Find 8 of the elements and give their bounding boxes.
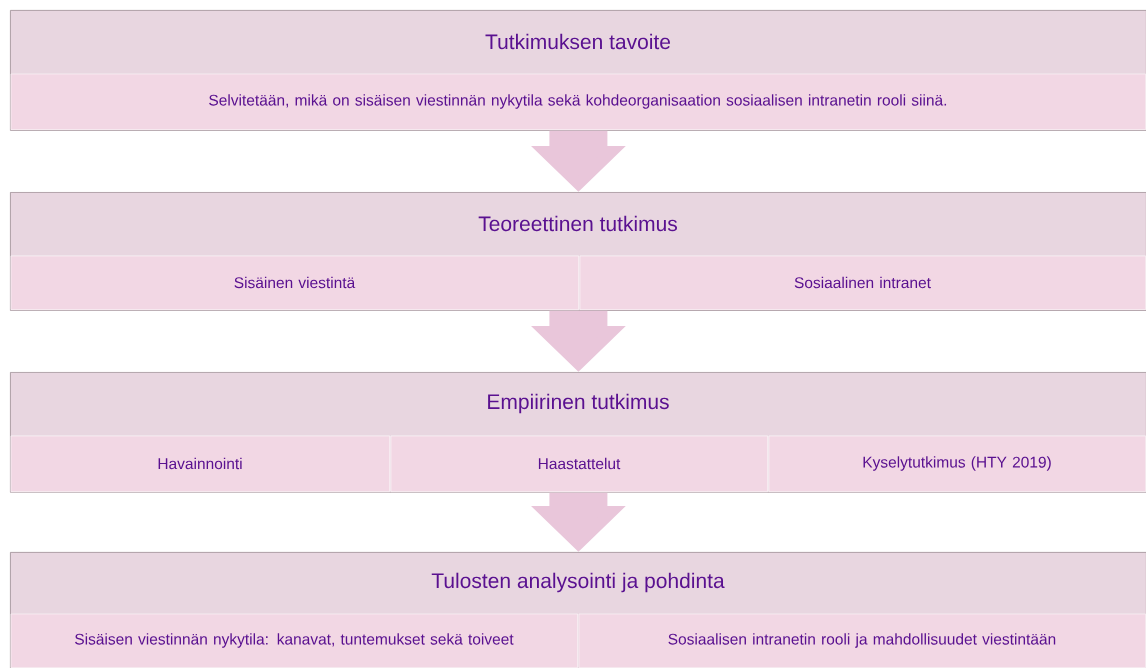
- content-box: Havainnointi: [10, 435, 390, 492]
- content-box: Haastattelut: [390, 435, 768, 492]
- content-box: Sisäisen viestinnän nykytila: kanavat, tuntemukset sekä toiveet: [10, 613, 578, 668]
- content-box: Sisäinen viestintä: [10, 255, 579, 310]
- content-box: Sosiaalisen intranetin rooli ja mahdollisuudet viestintään: [578, 613, 1146, 668]
- content-box: Sosiaalinen intranet: [579, 255, 1146, 310]
- content-box: Kyselytutkimus (HTY 2019): [768, 435, 1146, 492]
- content-box: Selvitetään, mikä on sisäisen viestinnän nykytila sekä kohdeorganisaation sosiaalisen intranetin rooli siinä.: [10, 73, 1146, 130]
